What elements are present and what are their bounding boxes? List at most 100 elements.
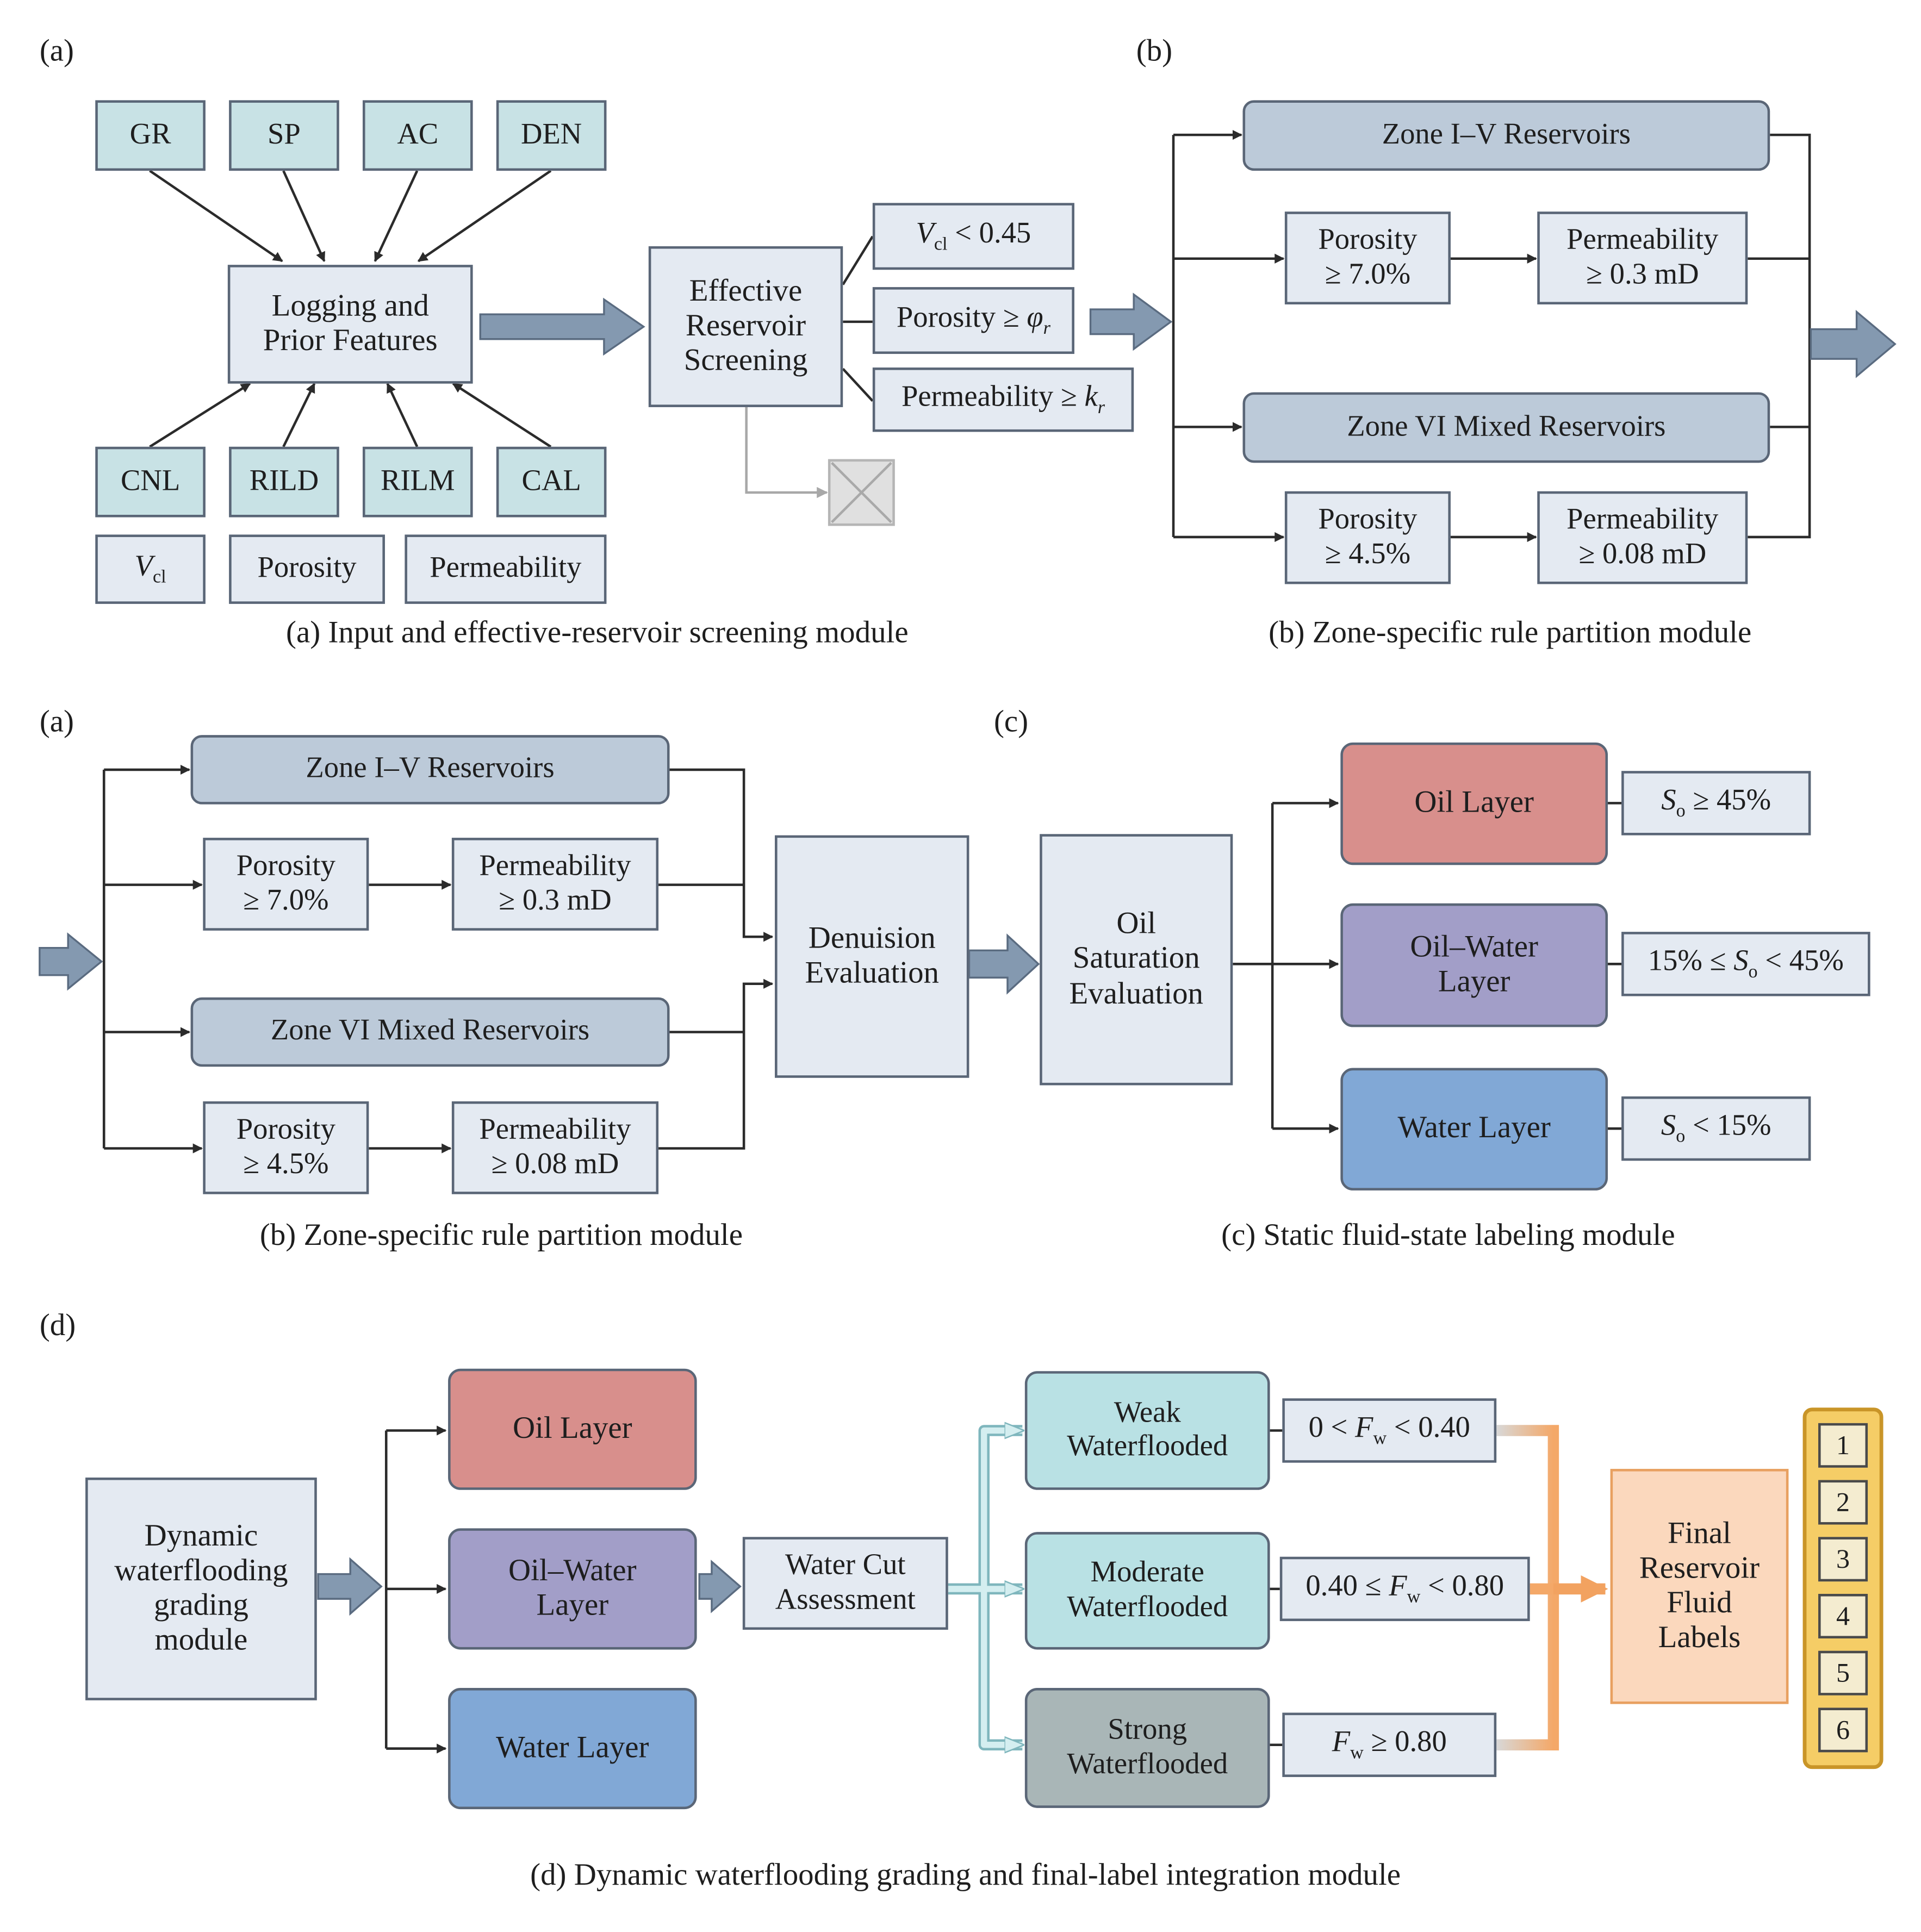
permeability-threshold-2: Permeability ≥ 0.08 mD [1537,491,1748,584]
d-oil-layer: Oil Layer [448,1368,697,1490]
input-rild: RILD [229,446,339,518]
block-arrow-ow-to-water-cut [698,1560,742,1613]
permeability-threshold-3: Permeability ≥ 0.3 mD [451,838,659,931]
panel-b2-caption: (b) Zone-specific rule partition module [259,1219,743,1252]
fw-symbol: F [1355,1411,1373,1444]
fw-subscript-3: w [1350,1743,1364,1763]
final-reservoir-fluid-labels: Final Reservoir Fluid Labels [1610,1469,1789,1704]
fw-subscript-2: w [1407,1587,1421,1607]
rule-strong: Fw ≥ 0.80 [1282,1712,1497,1777]
fw-symbol-3: F [1332,1725,1351,1758]
rule-weak-post: < 0.40 [1387,1411,1470,1444]
effective-reservoir-screening: Effective Reservoir Screening [648,246,843,407]
oil-water-layer: Oil–Water Layer [1340,903,1608,1027]
dynamic-waterflooding-grading-module: Dynamic waterflooding grading module [85,1478,317,1700]
rule-moderate-post: < 0.80 [1420,1569,1505,1603]
rule-strong-post: ≥ 0.80 [1363,1725,1447,1758]
panel-a-label: (a) [39,34,74,68]
input-gr: GR [95,100,206,171]
denuision-evaluation: Denuision Evaluation [775,835,969,1078]
panel-d-label: (d) [39,1309,76,1343]
rule-oil-water-pre: 15% ≤ [1648,945,1734,977]
k-subscript: r [1097,397,1105,418]
condition-vcl-subscript: cl [934,234,948,254]
d-oil-water-layer: Oil–Water Layer [448,1528,697,1650]
panel-b-connectors [1172,130,1811,543]
label-2: 2 [1818,1480,1868,1525]
panel-c-caption: (c) Static fluid-state labeling module [1221,1219,1675,1252]
rule-moderate: 0.40 ≤ Fw < 0.80 [1279,1556,1530,1622]
panel-b2-label: (a) [39,705,74,739]
vcl-symbol: V [134,550,153,583]
rule-oil: So ≥ 45% [1621,771,1811,836]
input-den: DEN [496,100,607,171]
strong-waterflooded: Strong Waterflooded [1024,1688,1270,1808]
rule-oil-text: ≥ 45% [1685,784,1771,817]
logging-prior-features: Logging and Prior Features [227,265,473,384]
panel-d-orange-merge [1496,1425,1608,1750]
zone-i-v-reservoirs: Zone I–V Reservoirs [1242,100,1770,171]
so-subscript-3: o [1676,1126,1686,1146]
input-rilm: RILM [362,446,473,518]
moderate-waterflooded: Moderate Waterflooded [1024,1532,1270,1650]
so-subscript-2: o [1748,962,1758,982]
block-arrows [39,292,1897,1616]
phi-symbol: φ [1027,301,1043,334]
water-layer: Water Layer [1340,1068,1608,1191]
weak-waterflooded: Weak Waterflooded [1024,1371,1270,1490]
so-symbol-2: S [1733,945,1749,977]
rule-water-text: < 15% [1685,1110,1771,1142]
condition-vcl-rule: < 0.45 [947,217,1031,250]
k-symbol: k [1084,381,1098,413]
condition-vcl-symbol: V [916,217,934,250]
input-cal: CAL [496,446,607,518]
label-3: 3 [1818,1537,1868,1582]
oil-layer: Oil Layer [1340,742,1608,865]
panel-d-caption: (d) Dynamic waterflooding grading and fi… [530,1859,1401,1892]
panel-a-caption: (a) Input and effective-reservoir screen… [286,616,909,650]
prior-vcl: Vcl [95,534,206,604]
zone-i-v-reservoirs-2: Zone I–V Reservoirs [190,735,670,805]
rule-oil-water: 15% ≤ So < 45% [1621,932,1870,996]
panel-c-label: (c) [993,705,1029,739]
condition-porosity: Porosity ≥ φr [872,287,1074,354]
label-4: 4 [1818,1594,1868,1638]
porosity-threshold-2: Porosity ≥ 4.5% [1284,491,1451,584]
vcl-subscript: cl [152,567,166,587]
permeability-threshold-1: Permeability ≥ 0.3 mD [1537,211,1748,304]
panel-d-water-cut-branches [948,1431,1023,1745]
panel-b2-connectors [102,764,774,1154]
so-subscript: o [1676,801,1686,821]
block-arrow-denuision-to-saturation [968,933,1040,995]
zone-vi-mixed-reservoirs-2: Zone VI Mixed Reservoirs [190,997,670,1067]
permeability-threshold-4: Permeability ≥ 0.08 mD [451,1101,659,1194]
rule-moderate-pre: 0.40 ≤ [1305,1569,1389,1603]
zone-vi-mixed-reservoirs: Zone VI Mixed Reservoirs [1242,392,1770,463]
rule-weak-pre: 0 < [1308,1411,1356,1444]
porosity-threshold-3: Porosity ≥ 7.0% [203,838,369,931]
fw-symbol-2: F [1389,1569,1407,1603]
fw-subscript: w [1373,1428,1387,1449]
d-water-layer: Water Layer [448,1688,697,1810]
block-arrow-panel-b-output [1810,309,1897,378]
rule-oil-water-post: < 45% [1757,945,1844,977]
condition-vcl: Vcl < 0.45 [872,203,1074,270]
condition-permeability: Permeability ≥ kr [872,367,1134,432]
rule-water: So < 15% [1621,1096,1811,1161]
water-cut-assessment: Water Cut Assessment [742,1537,948,1630]
label-6: 6 [1818,1707,1868,1753]
panel-b-label: (b) [1136,34,1173,68]
block-arrow-screening-to-zones [1089,292,1173,351]
panel-b-caption: (b) Zone-specific rule partition module [1269,616,1752,650]
so-symbol-3: S [1661,1110,1676,1142]
prior-porosity: Porosity [229,534,385,604]
phi-subscript: r [1043,318,1050,339]
panel-a-condition-links [842,235,874,402]
porosity-threshold-1: Porosity ≥ 7.0% [1284,211,1451,304]
label-1: 1 [1818,1423,1868,1468]
input-ac: AC [362,100,473,171]
oil-saturation-evaluation: Oil Saturation Evaluation [1040,834,1233,1086]
label-5: 5 [1818,1650,1868,1696]
condition-porosity-rule: Porosity ≥ [896,301,1027,334]
block-arrow-dynamic-to-layers [317,1557,383,1616]
